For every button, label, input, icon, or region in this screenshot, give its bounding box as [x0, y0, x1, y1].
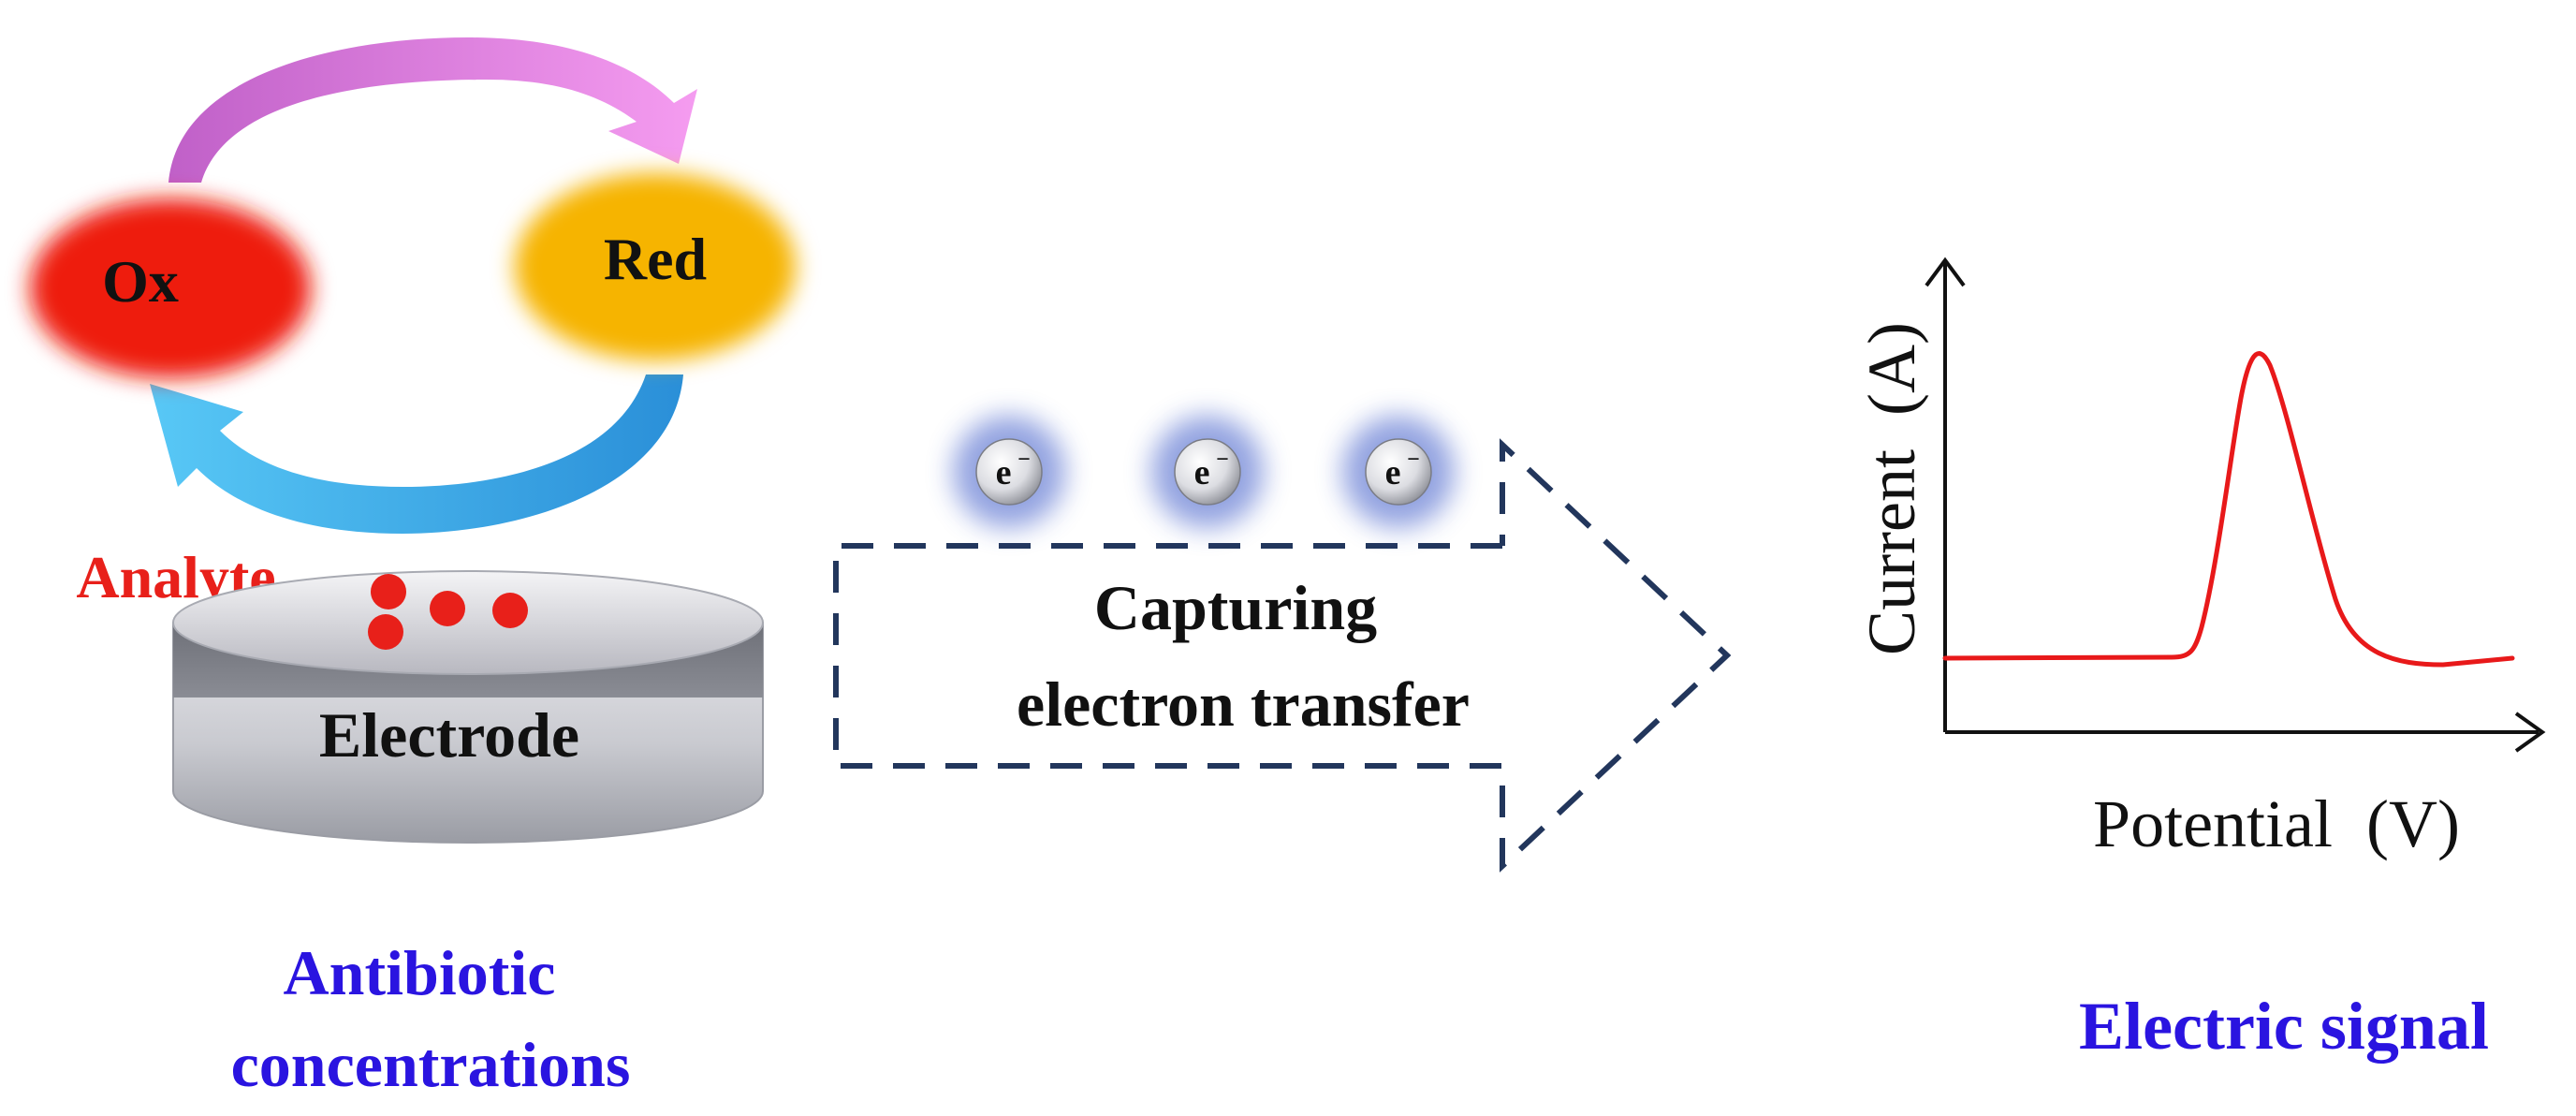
- signal-plot: Current (A) Potential (V) Electric signa…: [1854, 257, 2546, 1064]
- electron-symbol: e: [1194, 453, 1210, 492]
- antibiotic-caption-line2: concentrations: [231, 1029, 631, 1100]
- analyte-dot: [492, 593, 528, 628]
- electron-transfer-group: e − e − e − Capturing electron transfer: [833, 416, 1732, 873]
- signal-curve: [1942, 351, 2515, 668]
- dashed-transfer-arrow: [833, 438, 1732, 873]
- transfer-label-line2: electron transfer: [1017, 668, 1470, 740]
- transfer-label-line1: Capturing: [1094, 572, 1377, 643]
- electron-symbol: e: [996, 453, 1012, 492]
- antibiotic-caption-line1: Antibiotic: [284, 937, 556, 1008]
- ox-ellipse: [30, 198, 311, 378]
- analyte-dot: [430, 591, 465, 626]
- electron-1: e −: [953, 416, 1065, 528]
- red-ellipse: [515, 173, 796, 360]
- electrode-disk-top: [172, 570, 764, 675]
- electrode-group: Analyte Electrode Antibiotic concentrati…: [76, 544, 764, 1100]
- electrode-label: Electrode: [319, 699, 579, 771]
- reduction-to-oxidation-arrow: [150, 374, 683, 534]
- electric-signal-caption: Electric signal: [2079, 989, 2489, 1064]
- analyte-dot: [371, 574, 406, 609]
- oxidation-to-reduction-arrow: [168, 37, 697, 183]
- electron-symbol: e: [1385, 453, 1401, 492]
- red-label: Red: [604, 226, 707, 292]
- electron-charge: −: [1216, 448, 1229, 472]
- ox-label: Ox: [102, 248, 179, 315]
- analyte-dot: [368, 614, 403, 650]
- x-axis-arrowhead: [2514, 712, 2546, 753]
- y-axis-label: Current (A): [1854, 322, 1929, 655]
- y-axis-arrowhead: [1925, 257, 1966, 287]
- electron-3: e −: [1342, 416, 1455, 528]
- x-axis-label: Potential (V): [2093, 786, 2460, 861]
- electron-2: e −: [1151, 416, 1264, 528]
- electron-charge: −: [1407, 448, 1420, 472]
- electron-charge: −: [1017, 448, 1031, 472]
- redox-cycle: Ox Red: [30, 37, 796, 534]
